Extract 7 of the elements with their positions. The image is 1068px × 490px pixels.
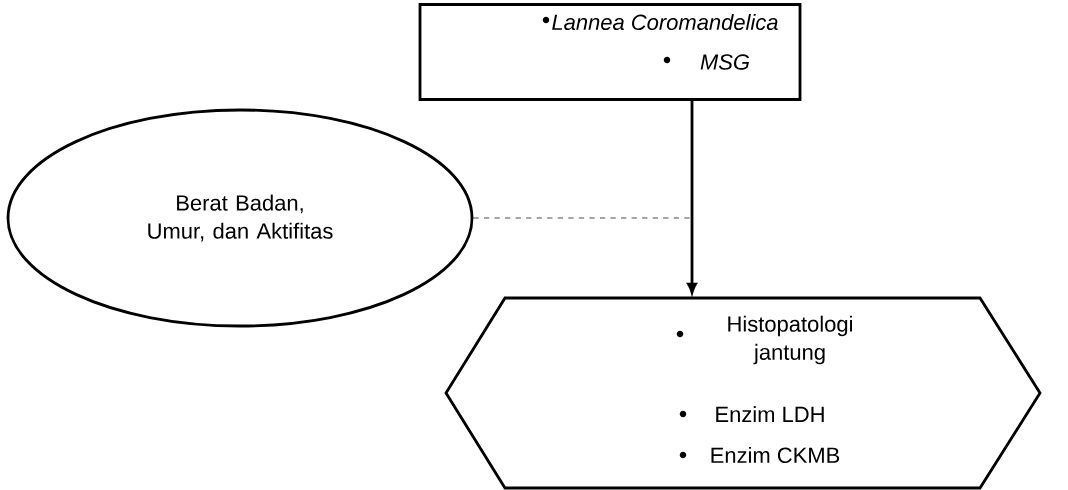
bullet-text: Lannea Coromandelica: [552, 13, 778, 31]
dashed-line: [473, 217, 693, 219]
arrow: [687, 100, 697, 294]
bullet-text: MSG: [700, 54, 750, 70]
bullet-text: Enzim CKMB: [711, 446, 840, 464]
bullet-text: Enzim LDH: [716, 406, 824, 422]
bullet-text: Histopatologi jantung: [728, 315, 852, 365]
